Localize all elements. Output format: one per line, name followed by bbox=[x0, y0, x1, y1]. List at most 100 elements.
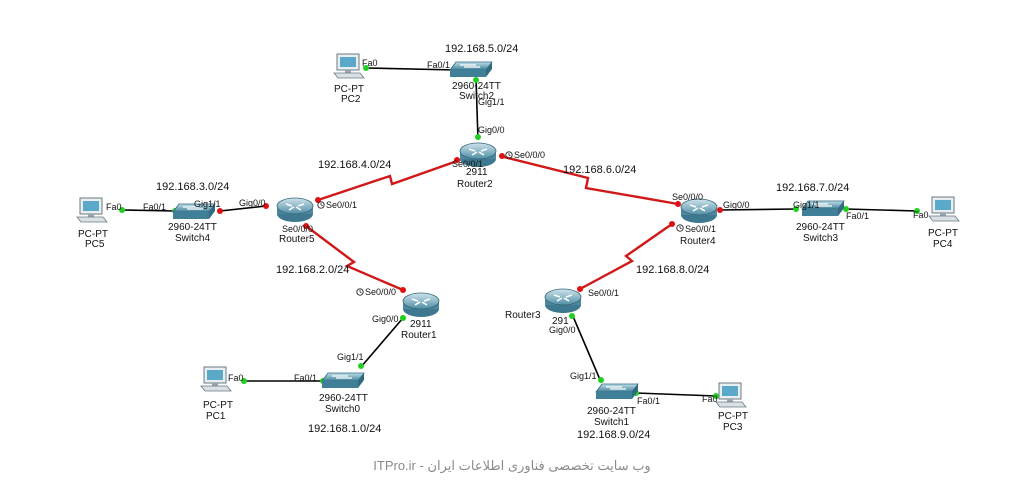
link-light-up bbox=[400, 315, 406, 321]
device-model: 2960-24TT bbox=[796, 222, 845, 233]
link-switch3-pc4[interactable] bbox=[845, 208, 918, 212]
pc-icon[interactable] bbox=[76, 197, 108, 223]
link-pc2-switch2[interactable] bbox=[365, 67, 457, 71]
port-label: Gig1/1 bbox=[478, 97, 505, 107]
device-name: Switch3 bbox=[803, 233, 838, 244]
device-model: 2960-24TT bbox=[587, 406, 636, 417]
port-label: Fa0 bbox=[362, 58, 378, 68]
pc-icon[interactable] bbox=[333, 53, 365, 79]
router-icon[interactable] bbox=[402, 292, 440, 318]
router5[interactable]: Router5 bbox=[276, 197, 315, 245]
router-icon[interactable] bbox=[276, 197, 314, 223]
port-label: Se0/0/0 bbox=[282, 224, 313, 234]
link-router3-switch1[interactable] bbox=[571, 313, 602, 383]
router-icon[interactable] bbox=[544, 288, 582, 314]
switch1[interactable]: 2960-24TT Switch1 bbox=[587, 383, 639, 428]
device-model: PC-PT bbox=[334, 84, 364, 95]
pc4[interactable]: PC-PT PC4 bbox=[928, 196, 960, 250]
pc3[interactable]: PC-PT PC3 bbox=[715, 382, 748, 433]
network-label: 192.168.2.0/24 bbox=[276, 264, 349, 276]
clock-icon bbox=[676, 224, 684, 232]
port-label: Se0/0/1 bbox=[452, 159, 483, 169]
port-label: Fa0 bbox=[106, 202, 122, 212]
link-light-up bbox=[793, 206, 799, 212]
link-light-down bbox=[717, 207, 723, 213]
link-light-down bbox=[217, 208, 223, 214]
switch-icon[interactable] bbox=[449, 61, 493, 78]
link-router1-switch0[interactable] bbox=[360, 317, 404, 368]
link-light-down bbox=[669, 221, 675, 227]
port-label: Se0/0/0 bbox=[365, 287, 396, 297]
port-label: Se0/0/0 bbox=[514, 150, 545, 160]
device-name: PC4 bbox=[933, 239, 953, 250]
pc5[interactable]: PC-PT PC5 bbox=[76, 197, 108, 250]
port-label: Fa0/1 bbox=[846, 211, 869, 221]
link-pc5-switch4[interactable] bbox=[121, 209, 176, 212]
device-model: PC-PT bbox=[928, 228, 958, 239]
port-labels: Fa0 Fa0/1 Gig1/1 Gig0/0 Se0/0/1 Se0/0/0 … bbox=[106, 58, 929, 406]
port-label: Gig0/0 bbox=[478, 125, 505, 135]
pc2[interactable]: PC-PT PC2 bbox=[333, 53, 365, 105]
router4[interactable]: Router4 bbox=[680, 198, 718, 247]
port-label: Se0/0/1 bbox=[685, 224, 716, 234]
device-name: Router2 bbox=[457, 179, 493, 190]
link-switch1-pc3[interactable] bbox=[635, 392, 717, 397]
link-light-down bbox=[263, 203, 269, 209]
switch4[interactable]: 2960-24TT Switch4 bbox=[168, 203, 217, 244]
device-model: 2911 bbox=[466, 167, 488, 178]
device-name: Router5 bbox=[279, 234, 315, 245]
link-light-up bbox=[713, 393, 719, 399]
links-layer bbox=[121, 67, 918, 397]
switch2[interactable]: 2960-24TT Switch2 bbox=[449, 61, 501, 102]
pc-icon[interactable] bbox=[928, 196, 960, 222]
port-label: Gig0/0 bbox=[239, 198, 266, 208]
network-label: 192.168.6.0/24 bbox=[563, 164, 636, 176]
pc1[interactable]: PC-PT PC1 bbox=[200, 366, 233, 422]
switch-icon[interactable] bbox=[595, 383, 639, 400]
device-name: PC1 bbox=[206, 411, 226, 422]
network-label: 192.168.8.0/24 bbox=[636, 264, 709, 276]
device-model: 2911 bbox=[410, 319, 432, 330]
port-label: Se0/0/1 bbox=[588, 288, 619, 298]
network-label: 192.168.4.0/24 bbox=[318, 159, 391, 171]
network-label: 192.168.1.0/24 bbox=[308, 423, 381, 435]
device-model: PC-PT bbox=[203, 400, 233, 411]
link-switch2-router2[interactable] bbox=[475, 77, 479, 141]
device-name: Switch4 bbox=[175, 233, 210, 244]
port-label: Gig0/0 bbox=[549, 325, 576, 335]
switch-icon[interactable] bbox=[321, 372, 365, 389]
router-icon[interactable] bbox=[680, 198, 718, 224]
link-switch4-router5[interactable] bbox=[219, 205, 267, 212]
serial-link-router4-router3[interactable] bbox=[579, 223, 673, 291]
port-label: Fa0 bbox=[702, 394, 718, 404]
link-light-down bbox=[303, 223, 309, 229]
device-model: 2960-24TT bbox=[319, 393, 368, 404]
device-name: PC5 bbox=[85, 239, 105, 250]
clock-icon bbox=[356, 288, 364, 296]
port-label: Gig1/1 bbox=[793, 200, 820, 210]
link-light-up bbox=[598, 377, 604, 383]
network-label: 192.168.3.0/24 bbox=[156, 181, 229, 193]
router1[interactable]: 2911 Router1 bbox=[401, 292, 440, 341]
switch3[interactable]: 2960-24TT Switch3 bbox=[796, 200, 845, 244]
port-label: Se0/0/1 bbox=[326, 200, 357, 210]
device-model: PC-PT bbox=[718, 411, 748, 422]
router2[interactable]: 2911 Router2 bbox=[457, 142, 497, 190]
network-label: 192.168.7.0/24 bbox=[776, 182, 849, 194]
serial-link-router5-router1[interactable] bbox=[305, 225, 404, 292]
router3[interactable]: Router3 291 bbox=[505, 288, 582, 327]
switch0[interactable]: 2960-24TT Switch0 bbox=[319, 372, 368, 415]
serial-link-router2-router5[interactable] bbox=[317, 158, 461, 202]
port-label: Gig1/1 bbox=[570, 371, 597, 381]
pc-icon[interactable] bbox=[200, 366, 232, 392]
device-model: PC-PT bbox=[78, 229, 108, 240]
port-label: Fa0/1 bbox=[143, 202, 166, 212]
device-name: PC2 bbox=[341, 94, 361, 105]
port-label: Fa0/1 bbox=[294, 373, 317, 383]
pc-icon[interactable] bbox=[715, 382, 747, 408]
link-light-down bbox=[675, 201, 681, 207]
link-router4-switch3[interactable] bbox=[719, 208, 797, 211]
serial-link-router2-router4[interactable] bbox=[499, 154, 679, 206]
device-model: 291 bbox=[552, 316, 569, 327]
device-name: Router3 bbox=[505, 310, 541, 321]
